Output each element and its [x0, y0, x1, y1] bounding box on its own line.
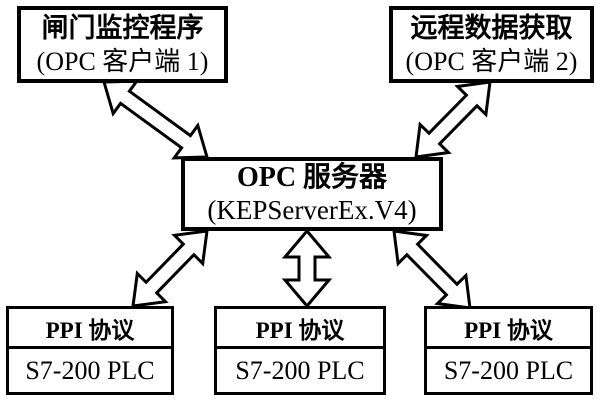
plc-device-label: S7-200 PLC [25, 355, 155, 385]
plc-node-box-center: PPI 协议 S7-200 PLC [214, 306, 386, 395]
arrow-gate-client-server [102, 79, 209, 160]
arrow-server-plc-center [281, 228, 333, 309]
gate-monitor-client-title: 闸门监控程序 [41, 12, 204, 43]
remote-data-client-title: 远程数据获取 [410, 12, 573, 43]
arrow-server-plc-left [131, 229, 209, 308]
plc-protocol-label: PPI 协议 [427, 309, 590, 349]
arrow-remote-client-server [414, 80, 492, 159]
plc-protocol-label: PPI 协议 [217, 309, 383, 349]
remote-data-client-box: 远程数据获取 (OPC 客户端 2) [389, 6, 594, 83]
arrow-server-plc-right [392, 229, 472, 310]
plc-node-box-right: PPI 协议 S7-200 PLC [424, 306, 593, 395]
gate-monitor-client-box: 闸门监控程序 (OPC 客户端 1) [17, 6, 228, 83]
opc-server-subtitle: (KEPServerEx.V4) [207, 195, 417, 225]
plc-protocol-label: PPI 协议 [9, 309, 171, 349]
plc-device-label: S7-200 PLC [235, 355, 365, 385]
gate-monitor-client-subtitle: (OPC 客户端 1) [36, 46, 209, 76]
plc-device-label: S7-200 PLC [443, 355, 574, 385]
opc-server-title: OPC 服务器 [236, 162, 388, 193]
remote-data-client-subtitle: (OPC 客户端 2) [405, 46, 578, 76]
opc-server-box: OPC 服务器 (KEPServerEx.V4) [181, 157, 443, 231]
plc-node-box-left: PPI 协议 S7-200 PLC [6, 306, 174, 395]
